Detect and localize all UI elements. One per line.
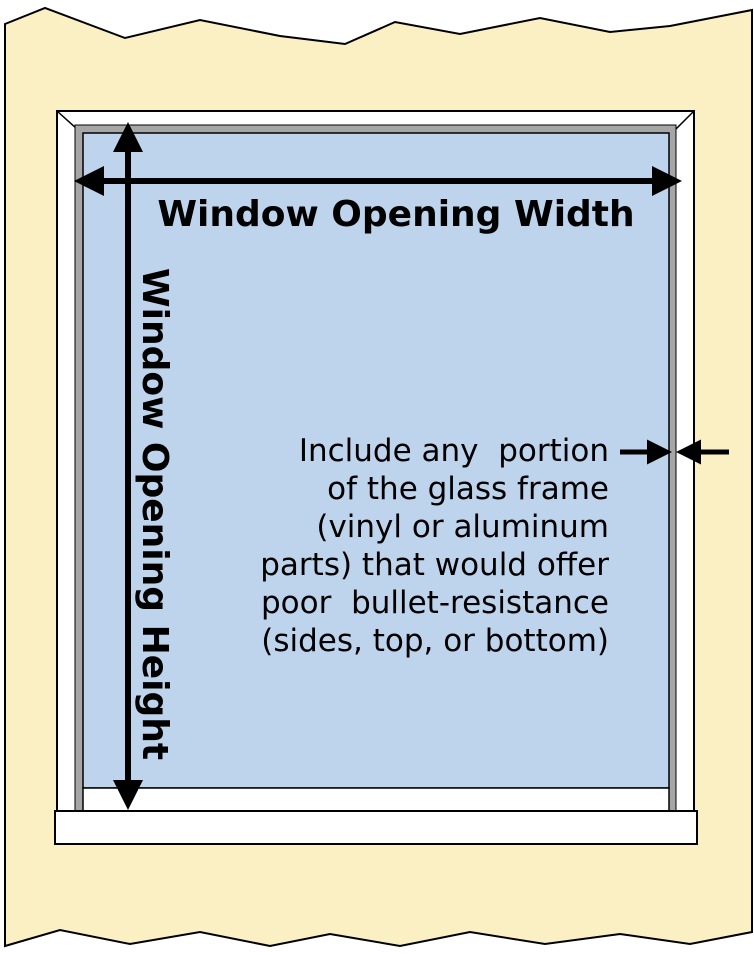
frame-note-line: Include any portion <box>299 433 609 469</box>
width-label: Window Opening Width <box>157 194 634 235</box>
frame-note-line: (sides, top, or bottom) <box>261 623 609 659</box>
frame-note: Include any portion of the glass frame (… <box>260 433 609 659</box>
window-sill <box>54 810 698 845</box>
trim-miter-right <box>675 110 695 130</box>
frame-note-line: poor bullet-resistance <box>261 585 609 621</box>
frame-note-line: (vinyl or aluminum <box>316 509 609 545</box>
bottom-frame-strip <box>82 787 670 812</box>
frame-note-line: of the glass frame <box>327 471 609 507</box>
height-label: Window Opening Height <box>134 268 175 760</box>
window-glass <box>82 132 670 789</box>
trim-miter-left <box>56 110 78 130</box>
frame-note-line: parts) that would offer <box>260 547 609 583</box>
